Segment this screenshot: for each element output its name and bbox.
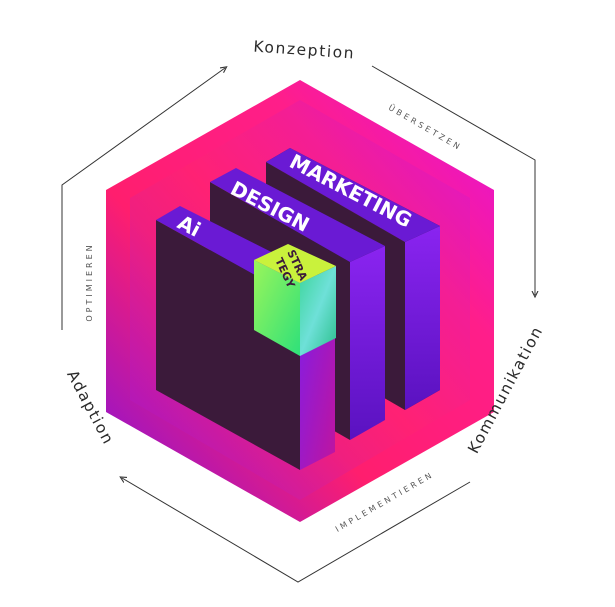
arrow-kommunikation-to-adaption: [122, 478, 471, 583]
transition-label-optimieren: OPTIMIEREN: [85, 242, 94, 321]
stage-label-konzeption: Konzeption: [253, 37, 356, 62]
arrow-konzeption-to-kommunikation: [371, 65, 535, 295]
arrow-adaption-to-konzeption: [61, 68, 225, 330]
strategy-core-cube: [254, 244, 336, 356]
